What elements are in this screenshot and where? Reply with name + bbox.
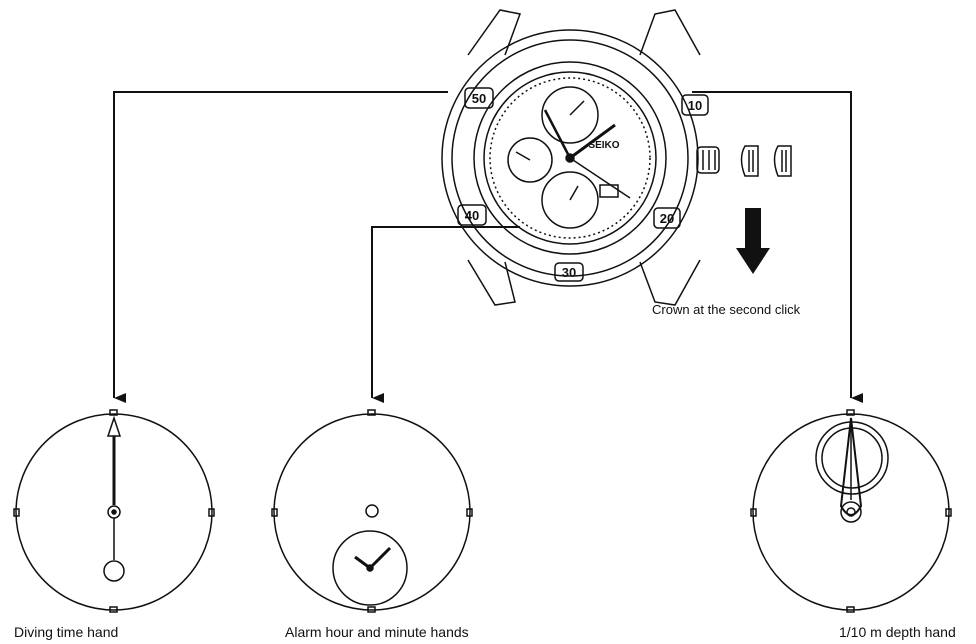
depth-dial [750,409,952,613]
diving-time-dial [13,409,215,613]
diving-time-caption: Diving time hand [14,624,119,640]
bezel-number-50: 50 [472,91,486,106]
alarm-subdial [332,530,408,606]
connector-depth [692,91,863,403]
connector-diving [113,91,448,403]
watch-bezel-outer [451,39,689,277]
alarm-caption: Alarm hour and minute hands [285,624,469,640]
bezel-number-40: 40 [465,208,479,223]
crown-click-icons [740,145,792,177]
connector-alarm [371,226,520,403]
subdial-left [507,137,553,183]
pull-crown-arrow-icon [736,208,770,274]
watch-illustration [441,9,720,306]
watch-lug-top-left [467,9,522,56]
bezel-number-10: 10 [688,98,702,113]
subdial-bottom [541,171,599,229]
date-window [599,184,619,198]
crown [696,146,720,174]
watch-lug-bottom-right [639,259,701,306]
depth-caption: 1/10 m depth hand [839,624,956,640]
connector-lines [113,91,863,403]
watch-lug-bottom-left [467,259,516,306]
crown-caption: Crown at the second click [652,302,801,317]
bezel-number-20: 20 [660,211,674,226]
diving-hand-tip-icon [106,415,122,437]
bezel-number-30: 30 [562,265,576,280]
subdial-top [541,86,599,144]
watch-dial [483,71,657,245]
alarm-dial [271,409,473,613]
watch-brand: SEIKO [588,140,619,151]
watch-lug-top-right [639,9,701,56]
watch-case [441,29,699,287]
depth-hand [839,417,863,516]
watch-bezel-inner [473,61,667,255]
alarm-minute-hand [368,546,392,570]
watch-dial-track [489,77,651,239]
